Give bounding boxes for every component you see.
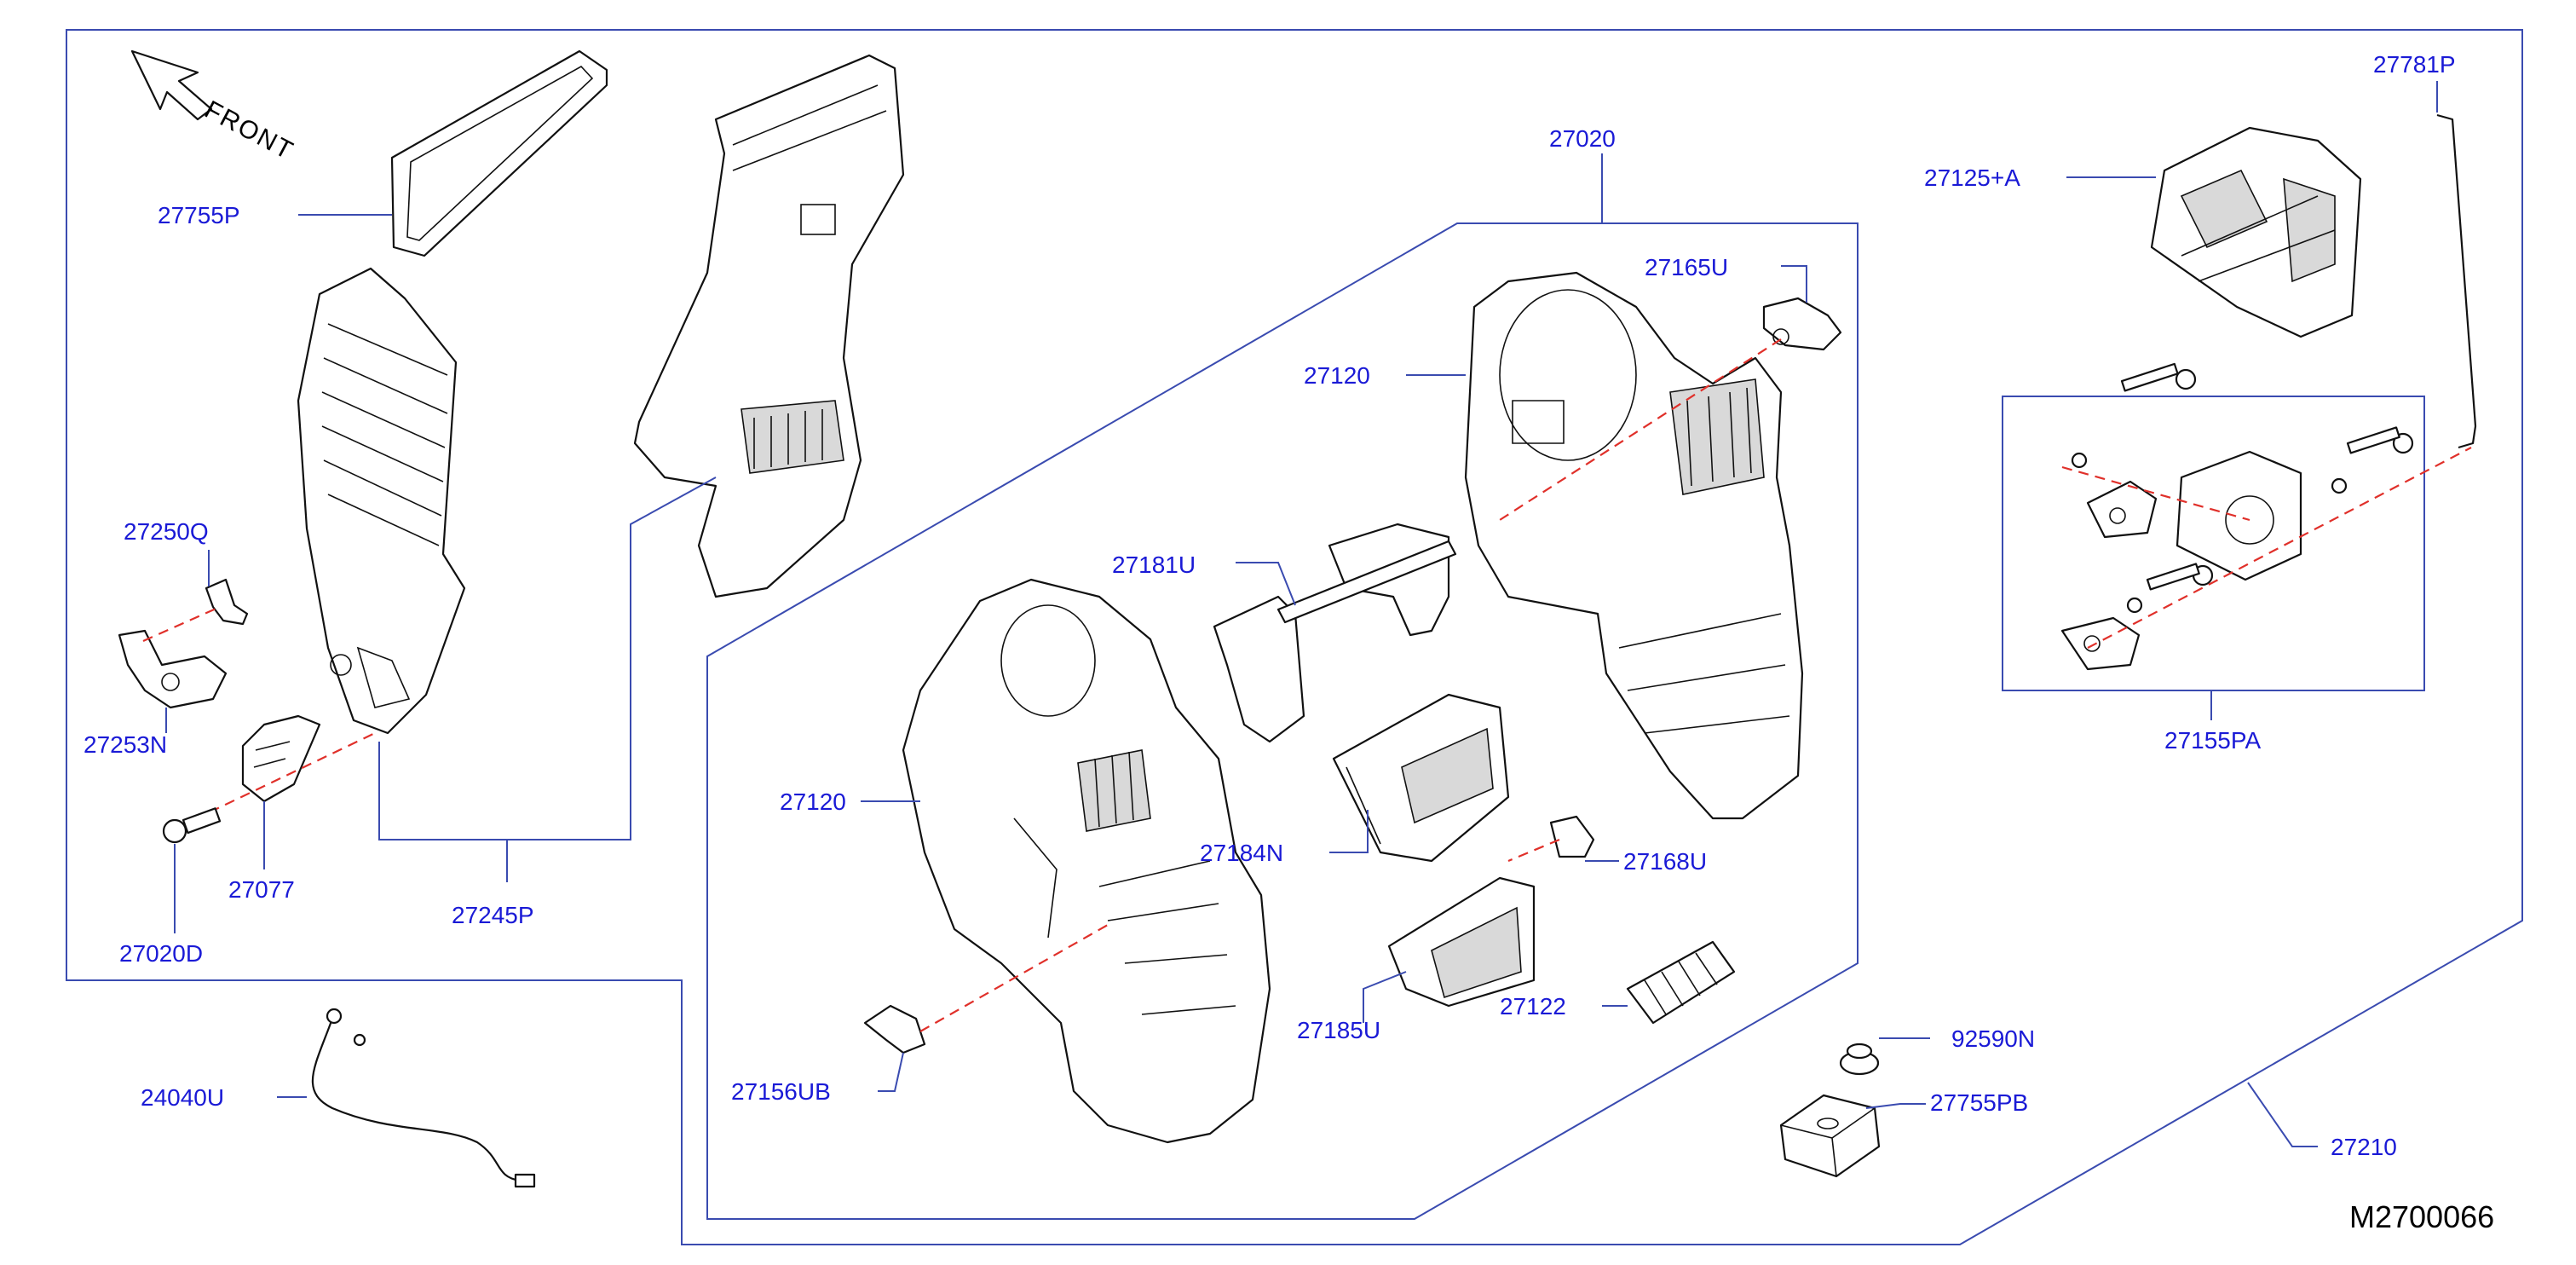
label-27165U[interactable]: 27165U xyxy=(1645,254,1728,280)
diagram-code: M2700066 xyxy=(2349,1199,2494,1234)
pad-27755PB xyxy=(1779,1094,1881,1178)
label-27077[interactable]: 27077 xyxy=(228,876,295,903)
leader-27755PB xyxy=(1865,1103,1926,1109)
actuator-detail-frame xyxy=(2002,396,2425,691)
heater-unit-frame xyxy=(706,222,1859,1220)
leader-27245P xyxy=(378,477,717,882)
leader-27156UB xyxy=(878,1052,904,1092)
front-label: FRONT xyxy=(200,95,299,165)
actuator-motor-27155PA xyxy=(2060,450,2302,671)
label-27120-top[interactable]: 27120 xyxy=(1304,362,1370,389)
label-27120-left[interactable]: 27120 xyxy=(780,788,846,815)
link-27168U xyxy=(1549,815,1595,858)
wire-harness-24040U xyxy=(311,1008,536,1188)
front-arrow-icon xyxy=(130,49,213,121)
label-27155PA[interactable]: 27155PA xyxy=(2164,727,2261,754)
lever-27253N xyxy=(118,629,228,709)
label-27781P[interactable]: 27781P xyxy=(2373,51,2456,78)
label-27184N[interactable]: 27184N xyxy=(1200,840,1283,866)
leader-27181U xyxy=(1236,562,1296,606)
label-92590N[interactable]: 92590N xyxy=(1951,1025,2035,1052)
leader-27210 xyxy=(2247,1082,2318,1147)
actuator-assembly-27125A xyxy=(2150,126,2362,338)
guide-27253N xyxy=(142,605,221,643)
guide-27168U xyxy=(1507,838,1560,863)
label-27250Q[interactable]: 27250Q xyxy=(124,518,209,545)
leader-27184N xyxy=(1329,810,1369,853)
upper-duct xyxy=(633,54,905,598)
label-27168U[interactable]: 27168U xyxy=(1623,848,1707,875)
label-27020[interactable]: 27020 xyxy=(1549,125,1616,152)
label-27185U[interactable]: 27185U xyxy=(1297,1017,1380,1043)
door-shaft-27181U xyxy=(1213,523,1457,743)
lever-27165U xyxy=(1762,297,1842,351)
door-27184N xyxy=(1332,693,1510,863)
outer-assembly-frame xyxy=(66,29,2523,1245)
bracket-27077 xyxy=(241,714,321,803)
lever-27156UB xyxy=(863,1004,926,1054)
label-27156UB[interactable]: 27156UB xyxy=(731,1078,831,1105)
label-27210[interactable]: 27210 xyxy=(2331,1134,2397,1160)
case-half-right-27120 xyxy=(1464,271,1804,820)
label-27122[interactable]: 27122 xyxy=(1500,993,1566,1020)
seal-gasket-27755P xyxy=(390,49,608,257)
case-half-left-27120 xyxy=(902,578,1271,1144)
screw-icon xyxy=(2071,362,2414,614)
label-27755PB[interactable]: 27755PB xyxy=(1930,1089,2028,1116)
grommet-92590N xyxy=(1839,1043,1880,1076)
guide-27156UB xyxy=(919,924,1109,1032)
leader-27165U xyxy=(1781,265,1807,303)
label-24040U[interactable]: 24040U xyxy=(141,1084,224,1111)
label-27253N[interactable]: 27253N xyxy=(84,731,167,758)
label-27125A[interactable]: 27125+A xyxy=(1924,165,2020,191)
door-27185U xyxy=(1387,876,1536,1008)
left-duct-housing xyxy=(297,267,466,735)
label-27245P[interactable]: 27245P xyxy=(452,902,534,928)
guide-27155PA-lower xyxy=(2087,447,2472,649)
leader-27185U xyxy=(1363,971,1407,1023)
guide-27165U xyxy=(1499,338,1782,521)
label-27020D[interactable]: 27020D xyxy=(119,940,203,967)
screw-27020D xyxy=(162,807,222,844)
clip-27250Q xyxy=(205,578,249,626)
label-27181U[interactable]: 27181U xyxy=(1112,552,1196,578)
guide-27155PA-upper xyxy=(2061,465,2250,522)
rod-27781P xyxy=(2436,113,2477,449)
label-27755P[interactable]: 27755P xyxy=(158,202,240,228)
filter-27122 xyxy=(1626,940,1736,1025)
